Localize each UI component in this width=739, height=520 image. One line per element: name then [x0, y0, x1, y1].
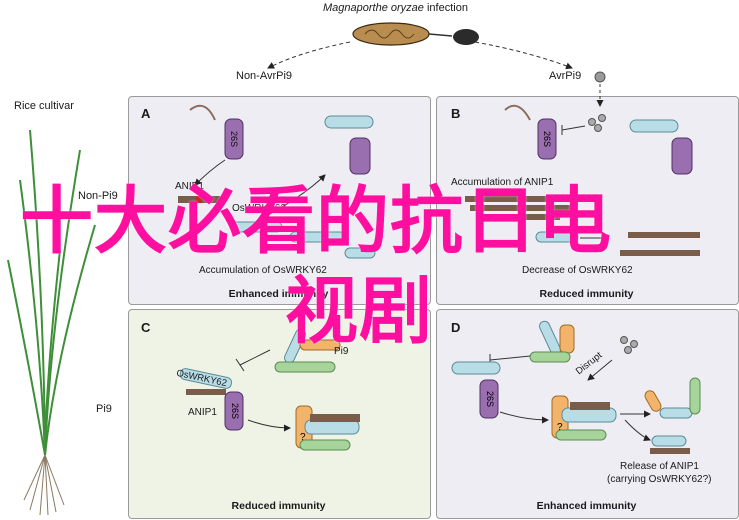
panel-a-letter: A — [141, 106, 151, 121]
panel-b-decrease-label: Decrease of OsWRKY62 — [522, 265, 633, 276]
panel-d-complex-icon — [551, 395, 617, 441]
panel-c-footer: Reduced immunity — [231, 500, 326, 512]
panel-b-accumulation-label: Accumulation of ANIP1 — [451, 177, 554, 188]
overlay-text-line2: 视剧 — [285, 269, 433, 354]
panel-d-question-text: ? — [557, 422, 563, 433]
rice-cultivar-label: Rice cultivar — [14, 100, 74, 112]
panel-c-anip1-label: ANIP1 — [188, 407, 217, 418]
panel-a-wrky-icon — [324, 115, 374, 175]
panel-c-26s-text: 26S — [230, 403, 240, 419]
panel-c-question-text: ? — [300, 432, 306, 443]
panel-a-proteasome-icon: 26S — [224, 118, 244, 160]
rice-roots-icon — [23, 454, 65, 516]
panel-d-footer: Enhanced immunity — [536, 500, 637, 512]
fungus-spore-icon — [352, 22, 479, 46]
panel-d-26s-text: 26S — [485, 391, 495, 407]
panel-a-26s-text: 26S — [229, 131, 239, 147]
panel-b-footer: Reduced immunity — [539, 288, 634, 300]
branch-label-avrpi9: AvrPi9 — [549, 70, 582, 82]
panel-b-proteasome-icon — [537, 118, 557, 160]
branch-arrow-right — [474, 41, 573, 70]
panel-d-release-label: Release of ANIP1 — [620, 461, 699, 472]
panel-c-letter: C — [141, 320, 151, 335]
row-label-non-pi9: Non-Pi9 — [78, 190, 118, 202]
panel-b-26s-text: 26S — [542, 131, 552, 147]
rice-plant-icon — [7, 129, 96, 456]
panel-a-anip1-label: ANIP1 — [175, 181, 204, 192]
avrpi9-effector-icon — [594, 71, 606, 83]
panel-d-release-paren-label: (carrying OsWRKY62?) — [607, 474, 712, 485]
title-suffix: infection — [423, 2, 468, 14]
diagram-title: Magnaporthe oryzae infection — [323, 2, 468, 15]
overlay-text-line1: 十大必看的抗日电 — [20, 179, 612, 264]
panel-c-pi9-label: Pi9 — [334, 346, 349, 357]
panel-a-footer: Enhanced immunity — [228, 288, 329, 300]
panel-b-letter: B — [451, 106, 461, 121]
panel-c-complex-icon — [295, 405, 360, 451]
branch-label-non-avrpi9: Non-AvrPi9 — [236, 70, 293, 82]
pathogen-name: Magnaporthe oryzae — [323, 2, 424, 14]
panel-a-wrky-label: OsWRKY62 — [232, 203, 286, 214]
branch-arrow-left — [267, 41, 351, 69]
panel-a-accumulation-label: Accumulation of OsWRKY62 — [199, 265, 327, 276]
panel-c-wrky-icon — [179, 368, 233, 389]
panel-d-letter: D — [451, 320, 461, 335]
panel-c — [128, 309, 431, 519]
row-label-pi9: Pi9 — [96, 403, 112, 415]
